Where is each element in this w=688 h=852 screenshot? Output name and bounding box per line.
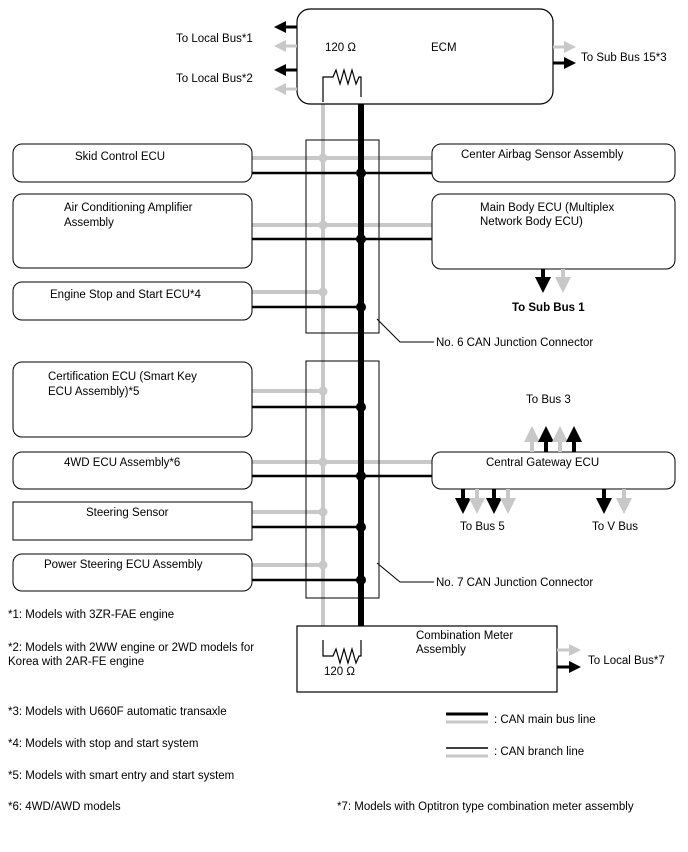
steering-sensor-label: Steering Sensor bbox=[86, 507, 169, 519]
v-bus-label: To V Bus bbox=[592, 521, 638, 533]
fourwd-ecu-box bbox=[12, 451, 253, 490]
note-3: *3: Models with U660F automatic transaxl… bbox=[8, 706, 227, 718]
gateway-arrows bbox=[455, 426, 632, 514]
junction-dots bbox=[318, 153, 366, 585]
ecm-box bbox=[296, 8, 554, 105]
sub-bus-1-label: To Sub Bus 1 bbox=[512, 302, 585, 314]
legend-main-label: : CAN main bus line bbox=[494, 714, 596, 726]
bus-5-label: To Bus 5 bbox=[460, 521, 505, 533]
note-4: *4: Models with stop and start system bbox=[8, 738, 198, 750]
note-2b: Korea with 2AR-FE engine bbox=[8, 656, 144, 668]
note-5: *5: Models with smart entry and start sy… bbox=[8, 770, 234, 782]
main-body-ecu-label-1: Main Body ECU (Multiplex bbox=[480, 202, 614, 214]
local-bus-1-label: To Local Bus*1 bbox=[176, 33, 253, 45]
note-2a: *2: Models with 2WW engine or 2WD models… bbox=[8, 642, 254, 654]
note-1: *1: Models with 3ZR-FAE engine bbox=[8, 609, 174, 621]
junction-6-label: No. 6 CAN Junction Connector bbox=[436, 337, 593, 349]
certification-ecu-label-1: Certification ECU (Smart Key bbox=[48, 371, 197, 383]
ac-amplifier-label-1: Air Conditioning Amplifier bbox=[64, 202, 193, 214]
sub-bus-15-label: To Sub Bus 15*3 bbox=[581, 52, 667, 64]
central-gateway-ecu-box bbox=[431, 451, 676, 490]
local-bus-7-label: To Local Bus*7 bbox=[588, 655, 665, 667]
certification-ecu-box bbox=[12, 361, 253, 438]
ecm-resistor-label: 120 Ω bbox=[325, 42, 356, 54]
central-gateway-ecu-label: Central Gateway ECU bbox=[486, 457, 599, 469]
engine-stop-start-ecu-label: Engine Stop and Start ECU*4 bbox=[50, 289, 201, 301]
airbag-sensor-box bbox=[431, 143, 676, 183]
combination-meter-box bbox=[296, 625, 558, 693]
ac-amplifier-box bbox=[12, 193, 253, 269]
ecm-resistor-icon bbox=[322, 67, 362, 102]
bus-3-label: To Bus 3 bbox=[526, 394, 571, 406]
main-body-ecu-box bbox=[431, 193, 676, 270]
main-body-ecu-label-2: Network Body ECU) bbox=[480, 216, 583, 228]
gray-bus-lines bbox=[252, 102, 432, 648]
note-7: *7: Models with Optitron type combinatio… bbox=[337, 801, 634, 813]
ecm-label: ECM bbox=[431, 42, 457, 54]
legend-branch-label: : CAN branch line bbox=[494, 746, 584, 758]
ac-amplifier-label-2: Assembly bbox=[64, 217, 114, 229]
junction-connector-6 bbox=[305, 139, 380, 334]
power-steering-ecu-label: Power Steering ECU Assembly bbox=[44, 559, 203, 571]
airbag-sensor-label: Center Airbag Sensor Assembly bbox=[461, 149, 624, 161]
combination-resistor-icon bbox=[322, 640, 362, 666]
power-steering-ecu-box bbox=[12, 553, 253, 592]
local-bus-2-label: To Local Bus*2 bbox=[176, 73, 253, 85]
combination-meter-label-1: Combination Meter bbox=[416, 630, 513, 642]
junction-connector-7 bbox=[305, 360, 380, 599]
skid-control-ecu-box bbox=[12, 143, 253, 183]
combination-resistor-label: 120 Ω bbox=[324, 666, 355, 678]
skid-control-ecu-label: Skid Control ECU bbox=[75, 151, 165, 163]
steering-sensor-box bbox=[12, 501, 253, 541]
fourwd-ecu-label: 4WD ECU Assembly*6 bbox=[64, 457, 180, 469]
note-6: *6: 4WD/AWD models bbox=[8, 801, 121, 813]
combination-meter-label-2: Assembly bbox=[416, 644, 466, 656]
certification-ecu-label-2: ECU Assembly)*5 bbox=[48, 386, 139, 398]
legend: : CAN main bus line : CAN branch line bbox=[446, 712, 596, 758]
engine-stop-start-ecu-box bbox=[12, 281, 253, 321]
junction-7-label: No. 7 CAN Junction Connector bbox=[436, 577, 593, 589]
ecm-arrows bbox=[274, 21, 576, 95]
